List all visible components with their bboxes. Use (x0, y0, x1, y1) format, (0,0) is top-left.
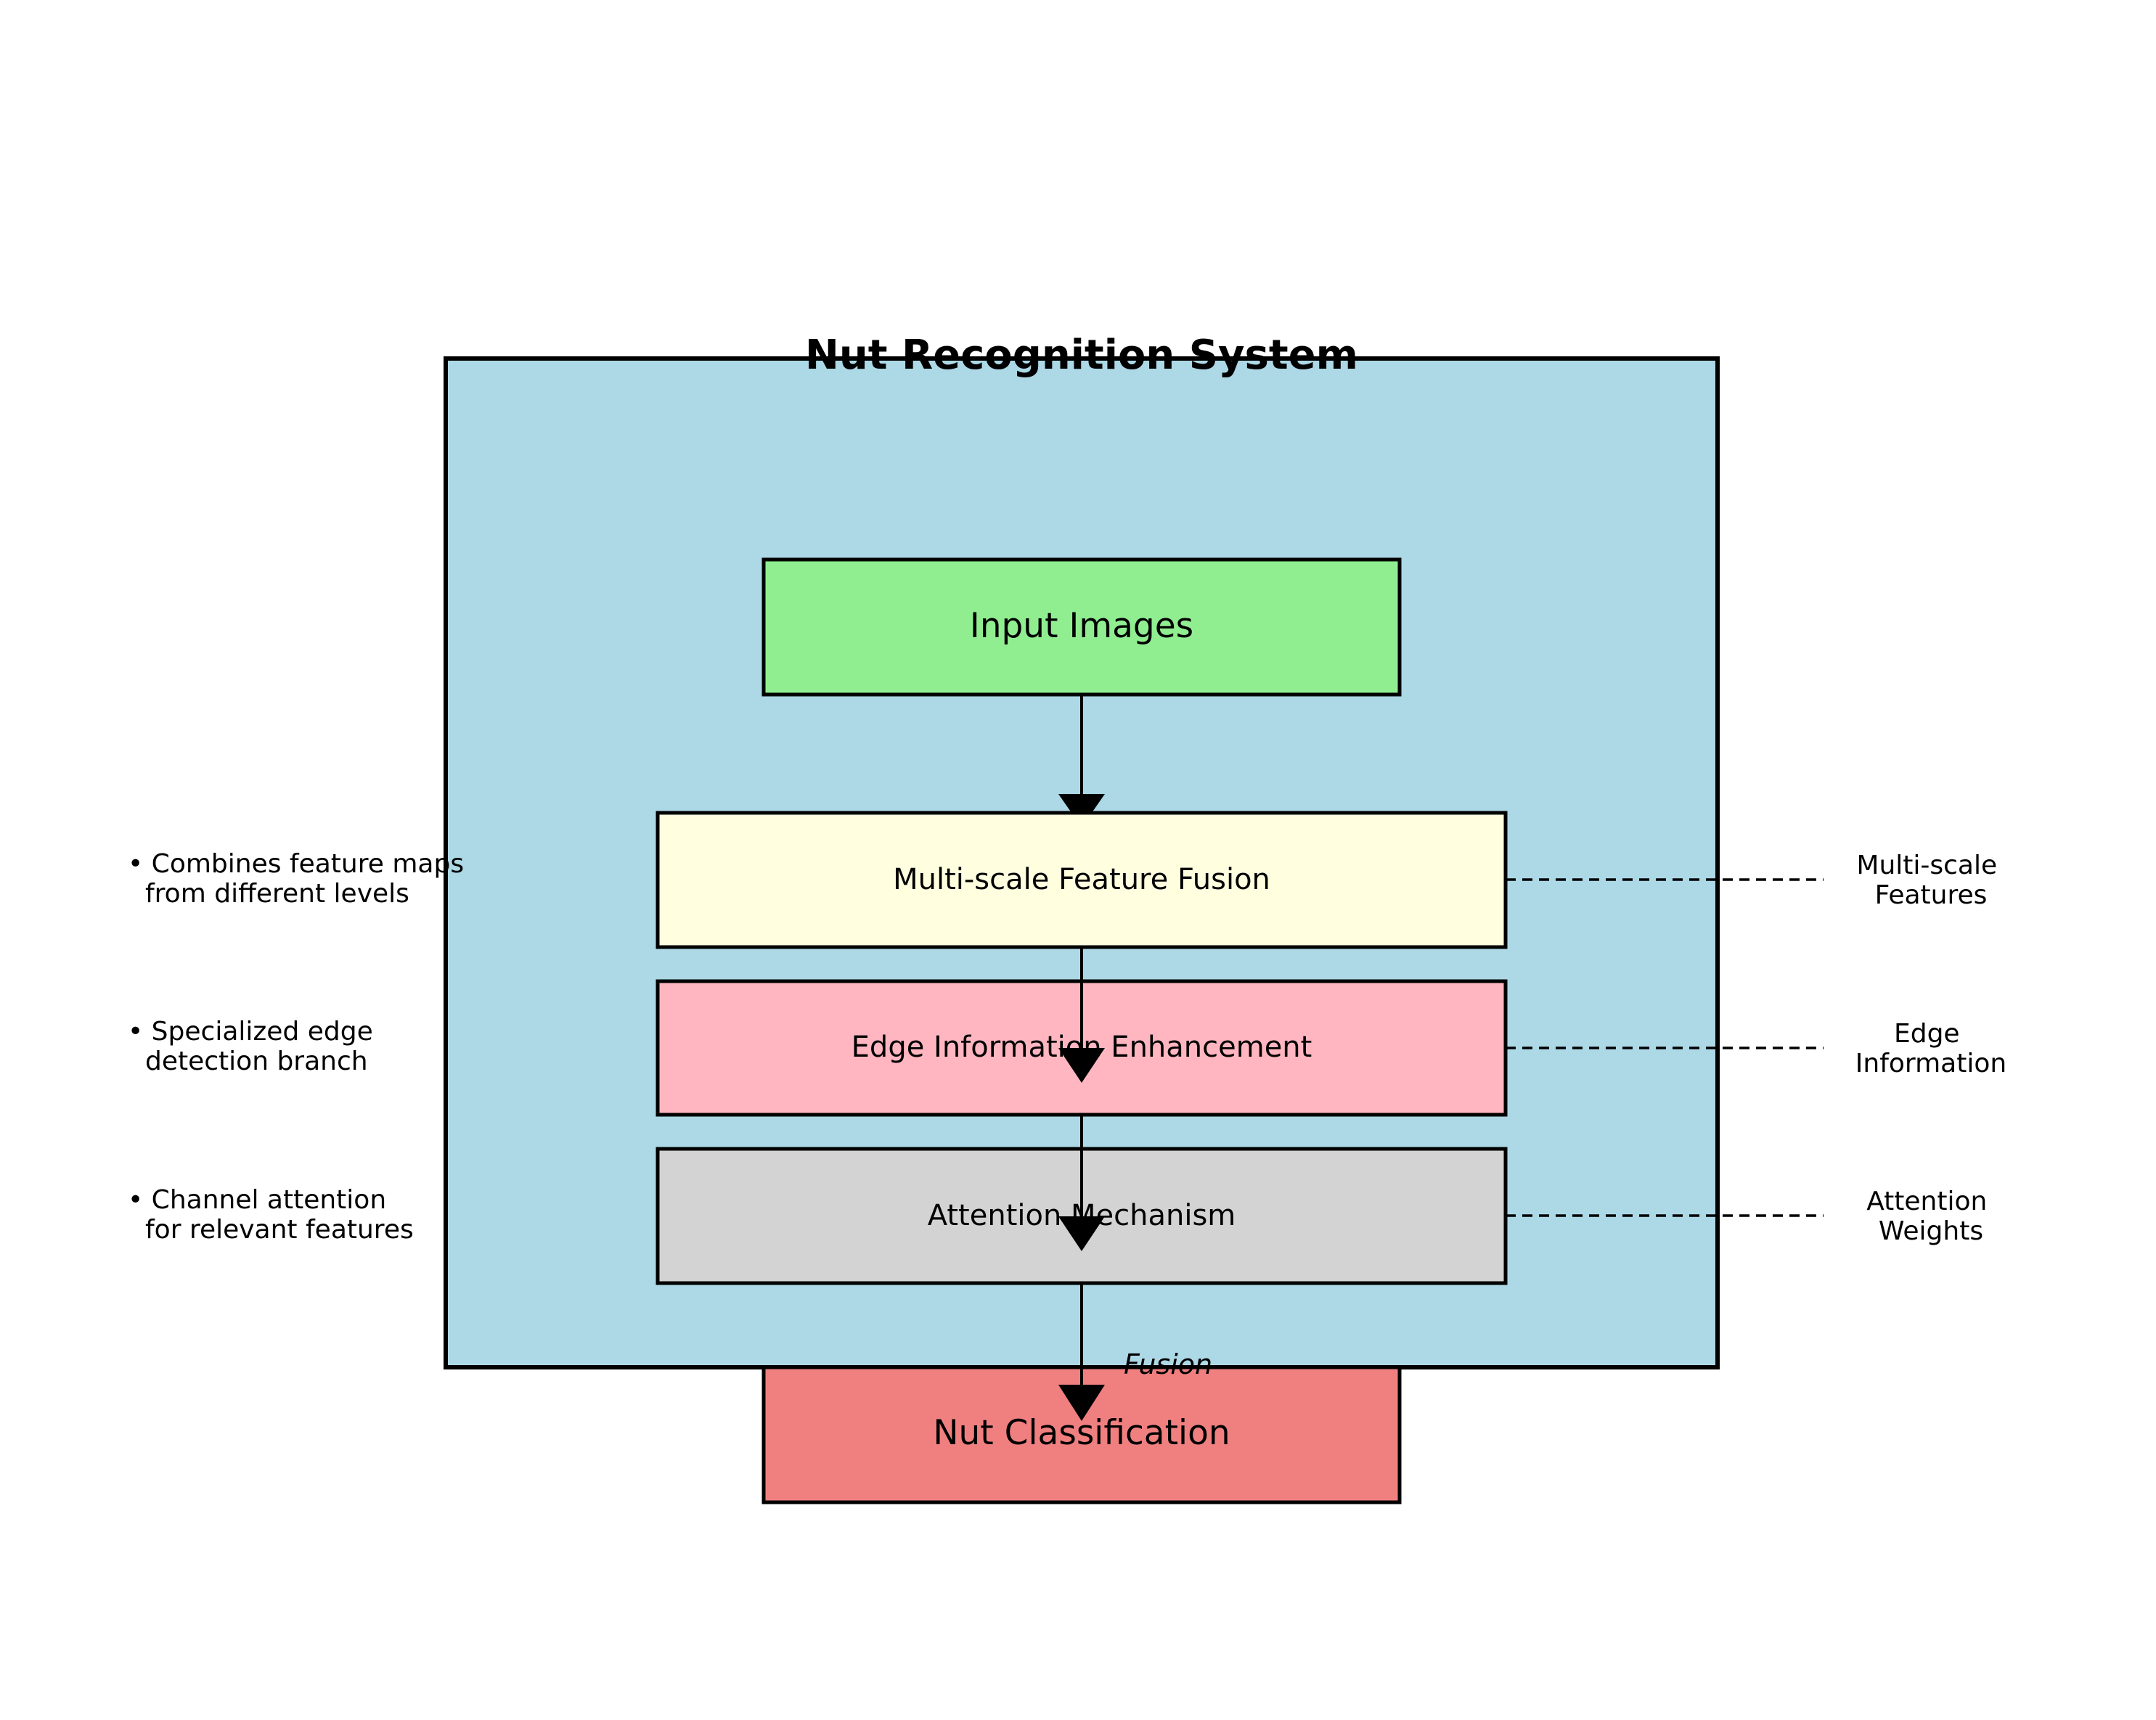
arrowhead-attention-to-output (1058, 1385, 1105, 1421)
left-note-attention: • Channel attention for relevant feature… (128, 1185, 414, 1245)
diagram-title: Nut Recognition System (805, 332, 1358, 379)
arrowhead-fusion-to-edge (1058, 1048, 1105, 1083)
right-label-edge: Edge Information (1855, 1019, 2006, 1078)
fusion-arrow-label: Fusion (1124, 1348, 1212, 1380)
left-note-fusion: • Combines feature maps from different l… (128, 849, 473, 909)
input-box (761, 557, 1402, 697)
fusion-box (656, 811, 1508, 949)
left-note-edge: • Specialized edge detection branch (128, 1017, 381, 1076)
fusion-box-label: Multi-scale Feature Fusion (893, 863, 1270, 896)
arrowhead-input-to-fusion (1058, 794, 1105, 827)
right-label-attention: Attention Weights (1866, 1187, 1996, 1246)
input-box-label: Input Images (970, 606, 1193, 646)
right-label-fusion: Multi-scale Features (1856, 851, 2005, 910)
arrowhead-edge-to-attention (1058, 1216, 1105, 1251)
